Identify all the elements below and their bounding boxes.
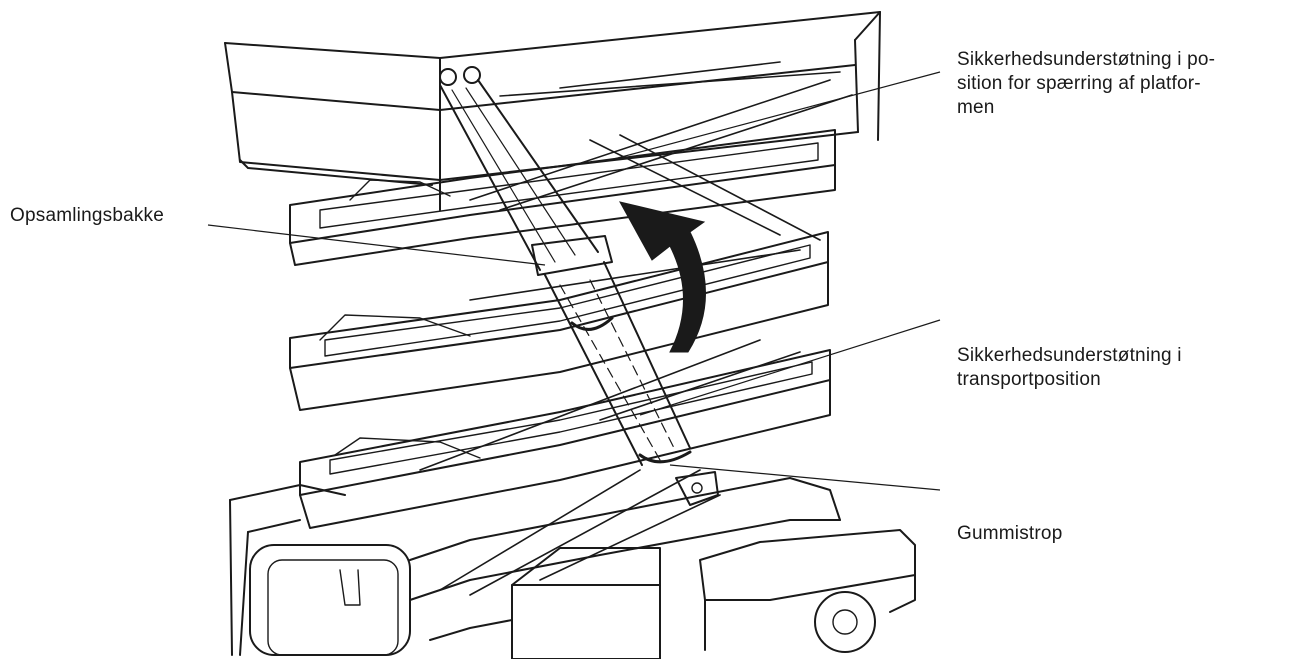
label-safety-support-transport: Sikkerhedsunderstøtning i transportposit… [957,344,1302,392]
label-line: men [957,97,995,118]
label-line: Gummistrop [957,523,1063,544]
scissor-arms [419,61,853,596]
label-line: Sikkerhedsunderstøtning i po- [957,49,1216,70]
label-safety-support-locked: Sikkerhedsunderstøtning i po- sition for… [957,48,1302,120]
leader-safety-transport [639,319,941,416]
upper-platform [224,11,881,211]
tray-middle [289,231,829,411]
chassis [229,477,916,659]
tray-lower [299,349,831,529]
leader-lines [207,71,941,491]
label-line: sition for spærring af platfor- [957,73,1201,94]
label-line: transportposition [957,369,1101,390]
tray-upper [289,129,836,266]
label-line: Sikkerhedsunderstøtning i [957,345,1182,366]
label-rubber-strap: Gummistrop [957,522,1062,546]
label-line: Opsamlingsbakke [10,205,165,226]
label-collection-tray: Opsamlingsbakke [10,204,164,228]
safety-support-cylinder [439,66,719,506]
leader-safety-locked [609,71,941,161]
leader-rubber-strap [669,464,941,491]
rotation-arrow [619,201,706,353]
leader-tray [207,224,546,266]
